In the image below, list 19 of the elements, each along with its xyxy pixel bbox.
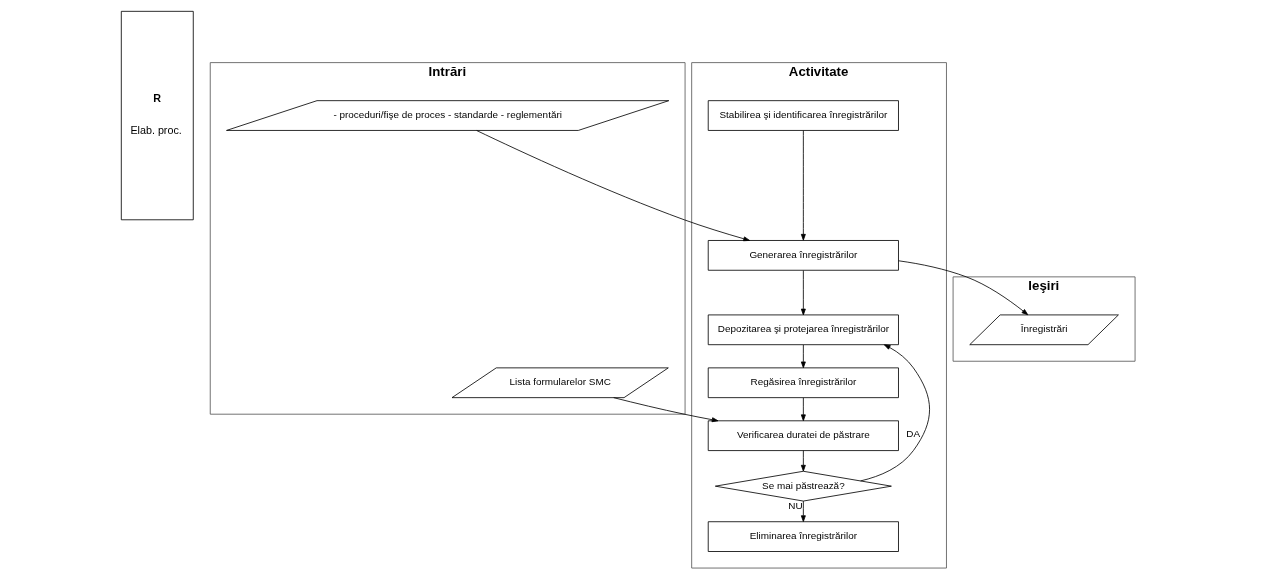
node-box: Eliminarea înregistrărilor xyxy=(707,521,899,552)
node-box: Regăsirea înregistrărilor xyxy=(707,367,899,399)
edge-label: DA xyxy=(905,427,920,439)
arrow xyxy=(859,344,930,482)
node-box: Verificarea duratei de păstrare xyxy=(707,420,899,451)
node-diamond: Se mai păstrează? xyxy=(714,470,892,502)
edge-label: NU xyxy=(787,499,803,511)
arrow xyxy=(800,450,806,472)
arrow xyxy=(800,130,806,241)
node-box: Stabilirea şi identificarea înregistrărilor xyxy=(707,100,899,131)
arrow xyxy=(800,500,806,522)
node-box: R Elab. proc. xyxy=(120,10,194,221)
arrow xyxy=(800,397,806,422)
node-box: Depozitarea şi protejarea înregistrărilor xyxy=(707,314,899,346)
arrow xyxy=(800,344,806,369)
node-box: Generarea înregistrărilor xyxy=(707,240,899,271)
arrow xyxy=(800,270,806,316)
arrow xyxy=(475,130,750,242)
arrow xyxy=(897,260,1028,316)
